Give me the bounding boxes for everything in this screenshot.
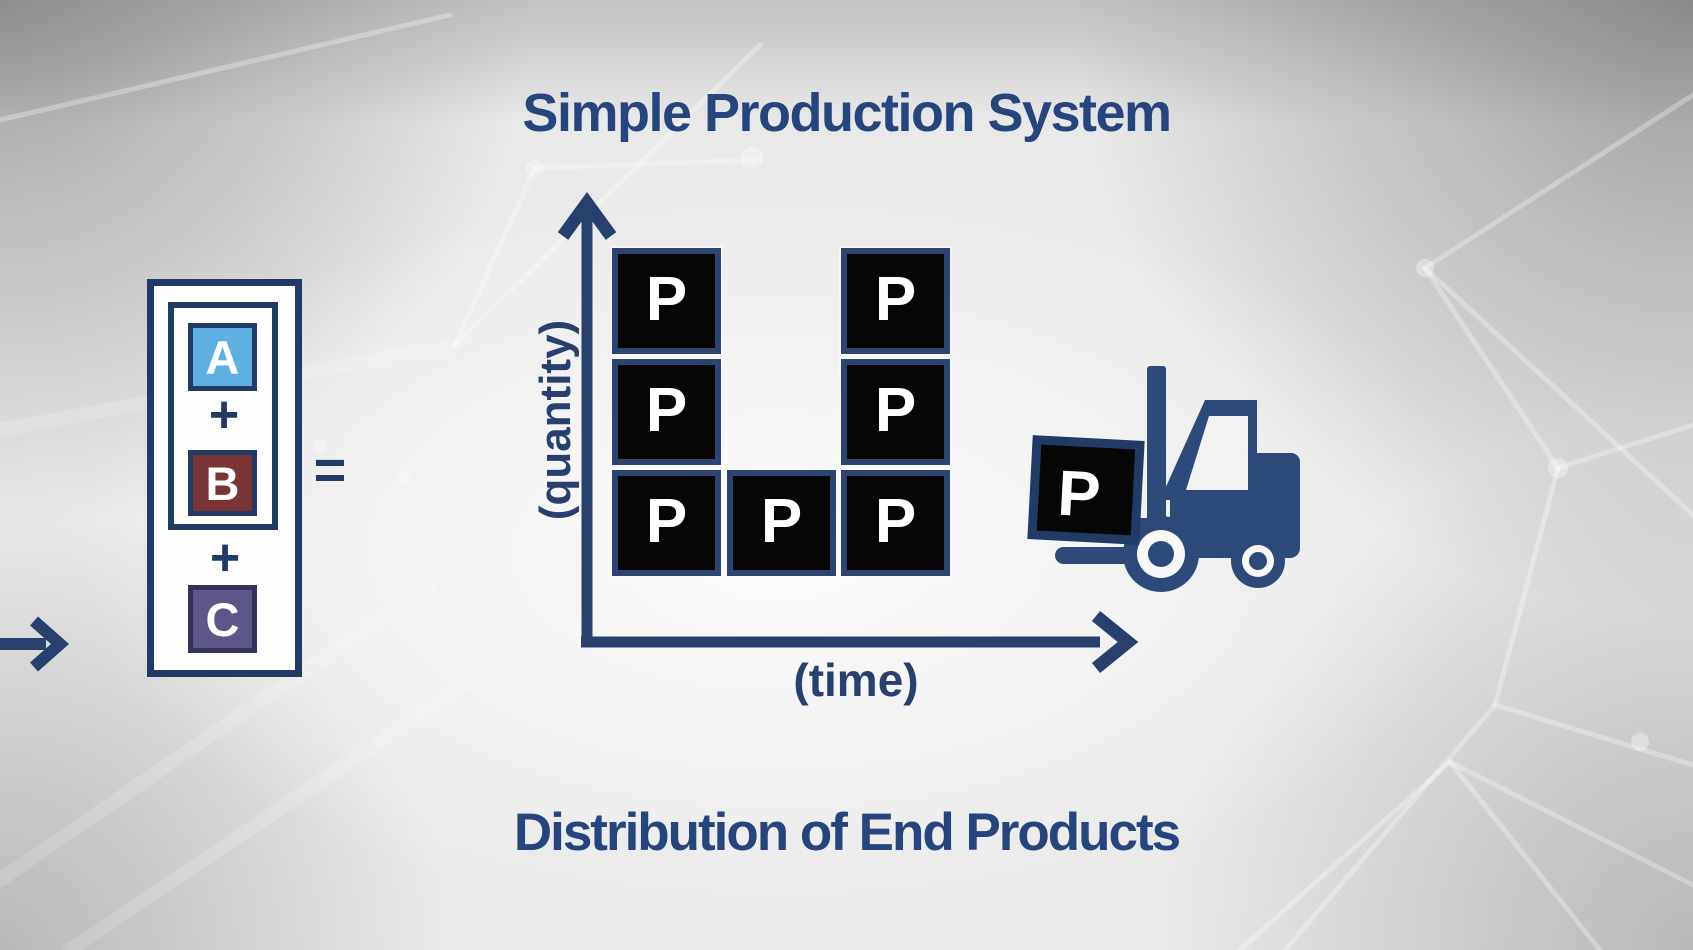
product-unit-block: P [841, 470, 950, 576]
product-unit-label: P [645, 264, 688, 334]
component-c-label: C [205, 592, 240, 646]
product-unit-label: P [874, 486, 917, 556]
component-c-block: C [188, 585, 257, 653]
product-unit-block: P [612, 359, 721, 465]
equals-sign: = [313, 438, 347, 501]
product-unit-block: P [612, 248, 721, 354]
plus-operator: + [209, 529, 241, 587]
carried-product-box: P [1027, 435, 1145, 545]
product-unit-label: P [874, 375, 917, 445]
component-a-label: A [205, 330, 240, 384]
x-axis-arrow [581, 610, 1139, 674]
product-unit-block: P [727, 470, 836, 576]
flow-arrow-icon [0, 616, 70, 672]
plus-operator: + [208, 386, 240, 444]
y-axis-arrow [557, 191, 617, 647]
component-b-label: B [205, 456, 240, 510]
slide-bottom-title: Distribution of End Products [513, 803, 1181, 862]
y-axis-label: (quantity) [531, 319, 580, 521]
forklift-rear-wheel [1231, 534, 1285, 588]
component-a-block: A [188, 323, 257, 391]
product-unit-label: P [760, 486, 803, 556]
product-unit-block: P [612, 470, 721, 576]
product-unit-label: P [874, 264, 917, 334]
component-b-block: B [188, 450, 257, 516]
forklift-front-wheel [1123, 516, 1199, 592]
x-axis-label: (time) [793, 654, 919, 706]
forklift-window [1186, 416, 1248, 490]
product-unit-block: P [841, 248, 950, 354]
carried-box-label: P [1056, 457, 1102, 531]
forklift-icon: P [1027, 366, 1300, 592]
product-unit-label: P [645, 375, 688, 445]
slide-title: Simple Production System [522, 83, 1172, 143]
product-unit-block: P [841, 359, 950, 465]
product-unit-label: P [645, 486, 688, 556]
